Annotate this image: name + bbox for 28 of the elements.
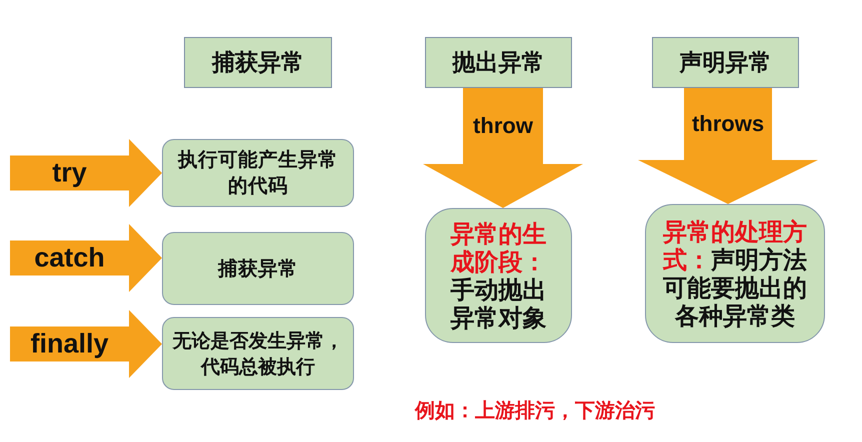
- edge-label: throw: [473, 115, 533, 137]
- description-text: 捕获异常: [218, 256, 298, 280]
- heading-box: [184, 37, 332, 88]
- block-arrow: [10, 139, 162, 207]
- edge-label: throws: [692, 113, 764, 135]
- description-box: [162, 139, 354, 207]
- block-arrow: [638, 88, 818, 204]
- description-text: 异常的处理方式：声明方法可能要抛出的各种异常类: [662, 218, 808, 330]
- description-box: [162, 232, 354, 305]
- description-text: 手动抛出异常对象: [450, 276, 546, 332]
- edge-label: catch: [34, 244, 105, 272]
- heading-box: [652, 37, 799, 88]
- block-arrow: [10, 224, 162, 292]
- highlighted-text: 异常的生成阶段：: [450, 220, 546, 276]
- description-box: [162, 317, 354, 390]
- block-arrow: [423, 88, 583, 208]
- heading-text: 捕获异常: [212, 50, 304, 76]
- example-note: 例如：上游排污，下游治污: [415, 397, 655, 424]
- description-box: [425, 208, 572, 343]
- heading-text: 抛出异常: [452, 50, 544, 76]
- description-text: 无论是否发生异常，代码总被执行: [172, 330, 344, 378]
- heading-box: [425, 37, 572, 88]
- heading-text: 声明异常: [680, 50, 772, 76]
- edge-label: try: [52, 160, 87, 186]
- block-arrow: [10, 310, 162, 378]
- edge-label: finally: [30, 330, 109, 358]
- description-box: [645, 204, 825, 343]
- description-text: 执行可能产生异常的代码: [178, 148, 338, 197]
